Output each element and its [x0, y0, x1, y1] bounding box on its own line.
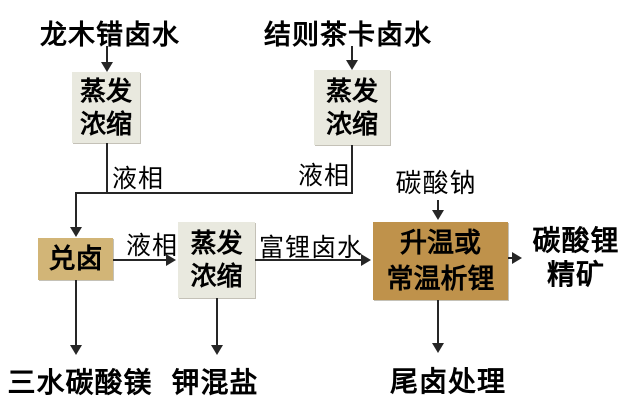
connector-merge-line	[75, 192, 353, 194]
connector-evap1-liquid-phase-line	[106, 143, 108, 194]
arrow-merge-to-mix-line	[75, 192, 77, 229]
arrow-right-icon	[361, 254, 371, 266]
evaporation-box-2-line2: 浓缩	[325, 108, 378, 139]
connector-evap2-liquid-phase-line	[351, 145, 353, 194]
evaporation-concentration-box-2: 蒸发 浓缩	[314, 70, 390, 145]
product-label-lithium-carbonate-concentrate: 碳酸锂精矿	[528, 224, 622, 292]
lithium-rich-brine-label: 富锂卤水	[258, 234, 363, 262]
sodium-carbonate-label: 碳酸钠	[395, 168, 477, 198]
arrow-right-icon	[166, 254, 176, 266]
arrow-source2-to-evap2-line	[351, 46, 353, 62]
lithium-precipitation-box-line2: 常温析锂	[386, 264, 495, 294]
arrow-down-icon	[432, 210, 444, 220]
arrow-down-icon	[70, 227, 82, 237]
arrow-precipitation-to-concentrate-line	[508, 257, 513, 259]
arrow-mix-to-evap3-line	[113, 259, 167, 261]
arrow-down-icon	[211, 345, 223, 355]
arrow-precipitation-to-tail-brine-line	[437, 300, 439, 344]
brine-mixing-box-label: 兑卤	[48, 243, 103, 274]
arrow-down-icon	[70, 345, 82, 355]
liquid-phase-label-2: 液相	[297, 162, 350, 190]
lithium-concentrate-line2: 精矿	[546, 259, 605, 290]
evaporation-box-3-line1: 蒸发	[190, 228, 243, 258]
lithium-precipitation-box: 升温或 常温析锂	[373, 222, 508, 300]
lithium-precipitation-box-line1: 升温或	[400, 228, 481, 258]
evaporation-box-1-line2: 浓缩	[79, 108, 132, 139]
product-label-potassium-mixed-salt: 钾混盐	[171, 367, 259, 398]
arrow-down-icon	[101, 62, 113, 72]
source-label-jiezechaka-brine: 结则茶卡卤水	[264, 20, 432, 50]
arrow-sodium-carbonate-to-precipitation-line	[437, 200, 439, 211]
lithium-concentrate-line1: 碳酸锂	[532, 225, 620, 256]
product-label-magnesium-carbonate-trihydrate: 三水碳酸镁	[7, 367, 153, 398]
arrow-down-icon	[432, 343, 444, 353]
arrow-evap3-to-potassium-salt-line	[216, 298, 218, 346]
liquid-phase-label-1: 液相	[112, 165, 165, 193]
brine-mixing-box: 兑卤	[38, 238, 113, 280]
evaporation-concentration-box-3: 蒸发 浓缩	[178, 222, 255, 298]
arrow-down-icon	[346, 60, 358, 70]
evaporation-box-2-line1: 蒸发	[325, 75, 378, 106]
evaporation-concentration-box-1: 蒸发 浓缩	[72, 72, 140, 143]
product-label-tail-brine-treatment: 尾卤处理	[389, 366, 506, 397]
source-label-longmucuo-brine: 龙木错卤水	[40, 20, 180, 50]
evaporation-box-1-line1: 蒸发	[79, 75, 132, 106]
arrow-right-icon	[512, 252, 522, 264]
arrow-mix-to-magnesium-line	[75, 280, 77, 346]
arrow-evap3-to-precipitation-line	[255, 259, 362, 261]
arrow-source1-to-evap1-line	[106, 46, 108, 64]
evaporation-box-3-line2: 浓缩	[190, 261, 243, 291]
